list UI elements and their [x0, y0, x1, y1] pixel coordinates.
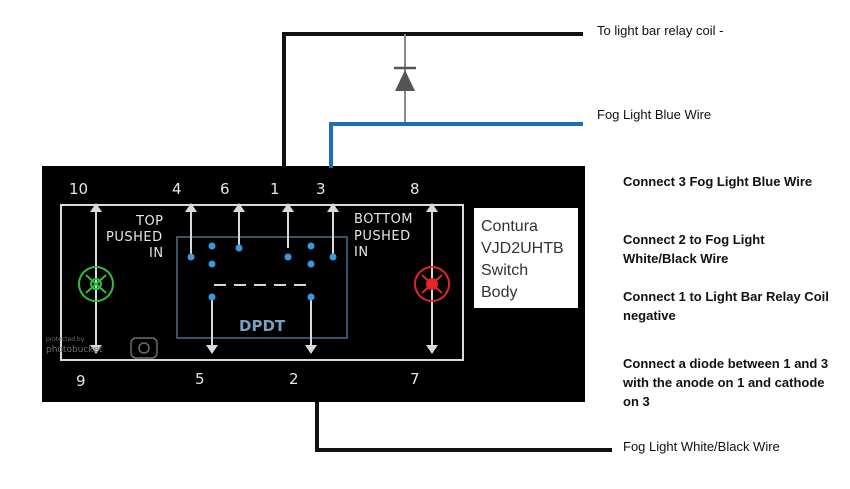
switch-body-outline: [60, 204, 464, 361]
bottom-label-line1: BOTTOM: [354, 212, 413, 227]
bottom-label-line3: IN: [354, 245, 369, 260]
red-lamp-icon: [414, 266, 450, 302]
blue-wire-label: Fog Light Blue Wire: [597, 107, 711, 122]
diode-symbol: [395, 70, 415, 91]
pin-label-3: 3: [316, 180, 326, 198]
note-connect-3: Connect 3 Fog Light Blue Wire: [623, 174, 813, 189]
info-line-2: VJD2UHTB: [481, 240, 564, 257]
top-label-line1: TOP: [135, 214, 164, 229]
top-label-line2: PUSHED: [106, 230, 163, 245]
blue-wire: [329, 122, 583, 168]
dpdt-box: [176, 236, 348, 339]
pin-label-2: 2: [289, 370, 299, 388]
info-line-1: Contura: [481, 218, 538, 235]
note-diode: Connect a diode between 1 and 3 with the…: [623, 356, 829, 409]
pin-label-6: 6: [220, 180, 230, 198]
contura-info-box: [474, 208, 578, 308]
top-label-line3: IN: [149, 246, 164, 261]
green-lamp-icon: [78, 266, 114, 302]
relay-coil-wire: [282, 32, 583, 168]
pin-label-5: 5: [195, 370, 205, 388]
white-black-wire-label: Fog Light White/Black Wire: [623, 439, 780, 454]
terminal-dots: [187, 242, 337, 301]
bottom-label-line2: PUSHED: [354, 229, 411, 244]
relay-coil-label: To light bar relay coil -: [597, 23, 723, 38]
watermark-lens: [138, 342, 150, 354]
white-black-wire: [315, 402, 612, 452]
pin-label-8: 8: [410, 180, 420, 198]
pin-label-10: 10: [69, 180, 88, 198]
watermark-line2: photobucket: [46, 345, 103, 355]
pin-label-1: 1: [270, 180, 280, 198]
info-line-3: Switch: [481, 262, 528, 279]
dpdt-label: DPDT: [239, 317, 286, 335]
watermark-camera-icon: [130, 337, 158, 359]
pin-label-9: 9: [76, 372, 86, 390]
info-line-4: Body: [481, 284, 517, 301]
pin-label-7: 7: [410, 370, 420, 388]
terminal-arrows: [90, 203, 438, 354]
note-connect-1: Connect 1 to Light Bar Relay Coil negati…: [623, 289, 829, 323]
watermark-line1: protected by: [46, 336, 85, 343]
note-connect-2: Connect 2 to Fog Light White/Black Wire: [623, 232, 765, 266]
pin-label-4: 4: [172, 180, 182, 198]
